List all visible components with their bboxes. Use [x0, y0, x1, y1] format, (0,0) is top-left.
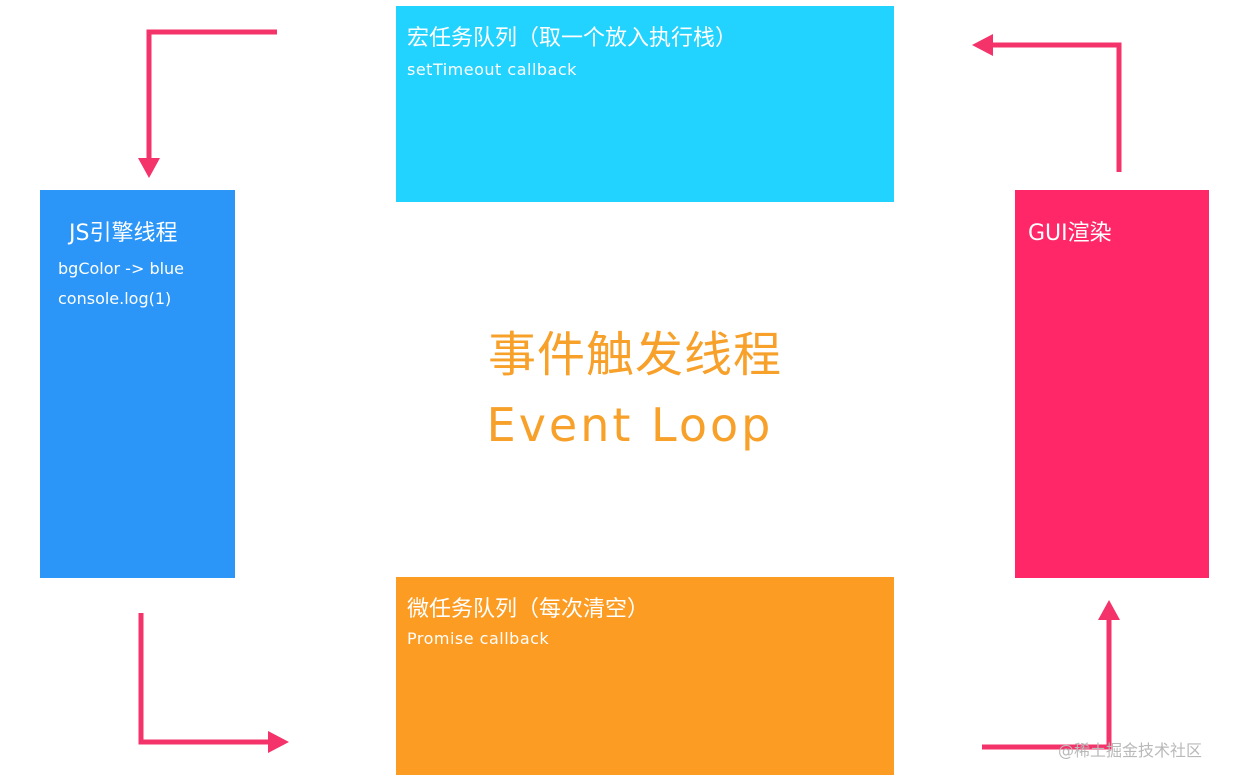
js-engine-line-2: console.log(1)	[58, 289, 172, 308]
js-engine-thread-box: JS引擎线程 bgColor -> blue console.log(1)	[40, 190, 235, 578]
arrow-micro-to-gui	[982, 600, 1120, 750]
macro-task-queue-box: 宏任务队列（取一个放入执行栈） setTimeout callback	[396, 6, 894, 202]
js-engine-thread-title: JS引擎线程	[69, 221, 178, 246]
gui-render-title: GUI渲染	[1028, 221, 1112, 246]
micro-task-queue-title: 微任务队列（每次清空）	[407, 597, 650, 622]
arrow-macro-to-js	[138, 29, 277, 178]
arrow-gui-to-macro	[972, 34, 1122, 172]
event-loop-title: Event Loop	[486, 398, 774, 452]
js-engine-line-1: bgColor -> blue	[58, 259, 185, 278]
macro-task-queue-content: setTimeout callback	[407, 60, 577, 79]
gui-render-box: GUI渲染	[1015, 190, 1209, 578]
micro-task-queue-content: Promise callback	[407, 629, 550, 648]
macro-task-queue-title: 宏任务队列（取一个放入执行栈）	[407, 26, 738, 51]
arrow-js-to-micro	[138, 613, 289, 753]
micro-task-queue-box: 微任务队列（每次清空） Promise callback	[396, 577, 894, 775]
event-trigger-thread-title: 事件触发线程	[487, 327, 782, 383]
watermark: @稀土掘金技术社区	[1058, 741, 1203, 760]
